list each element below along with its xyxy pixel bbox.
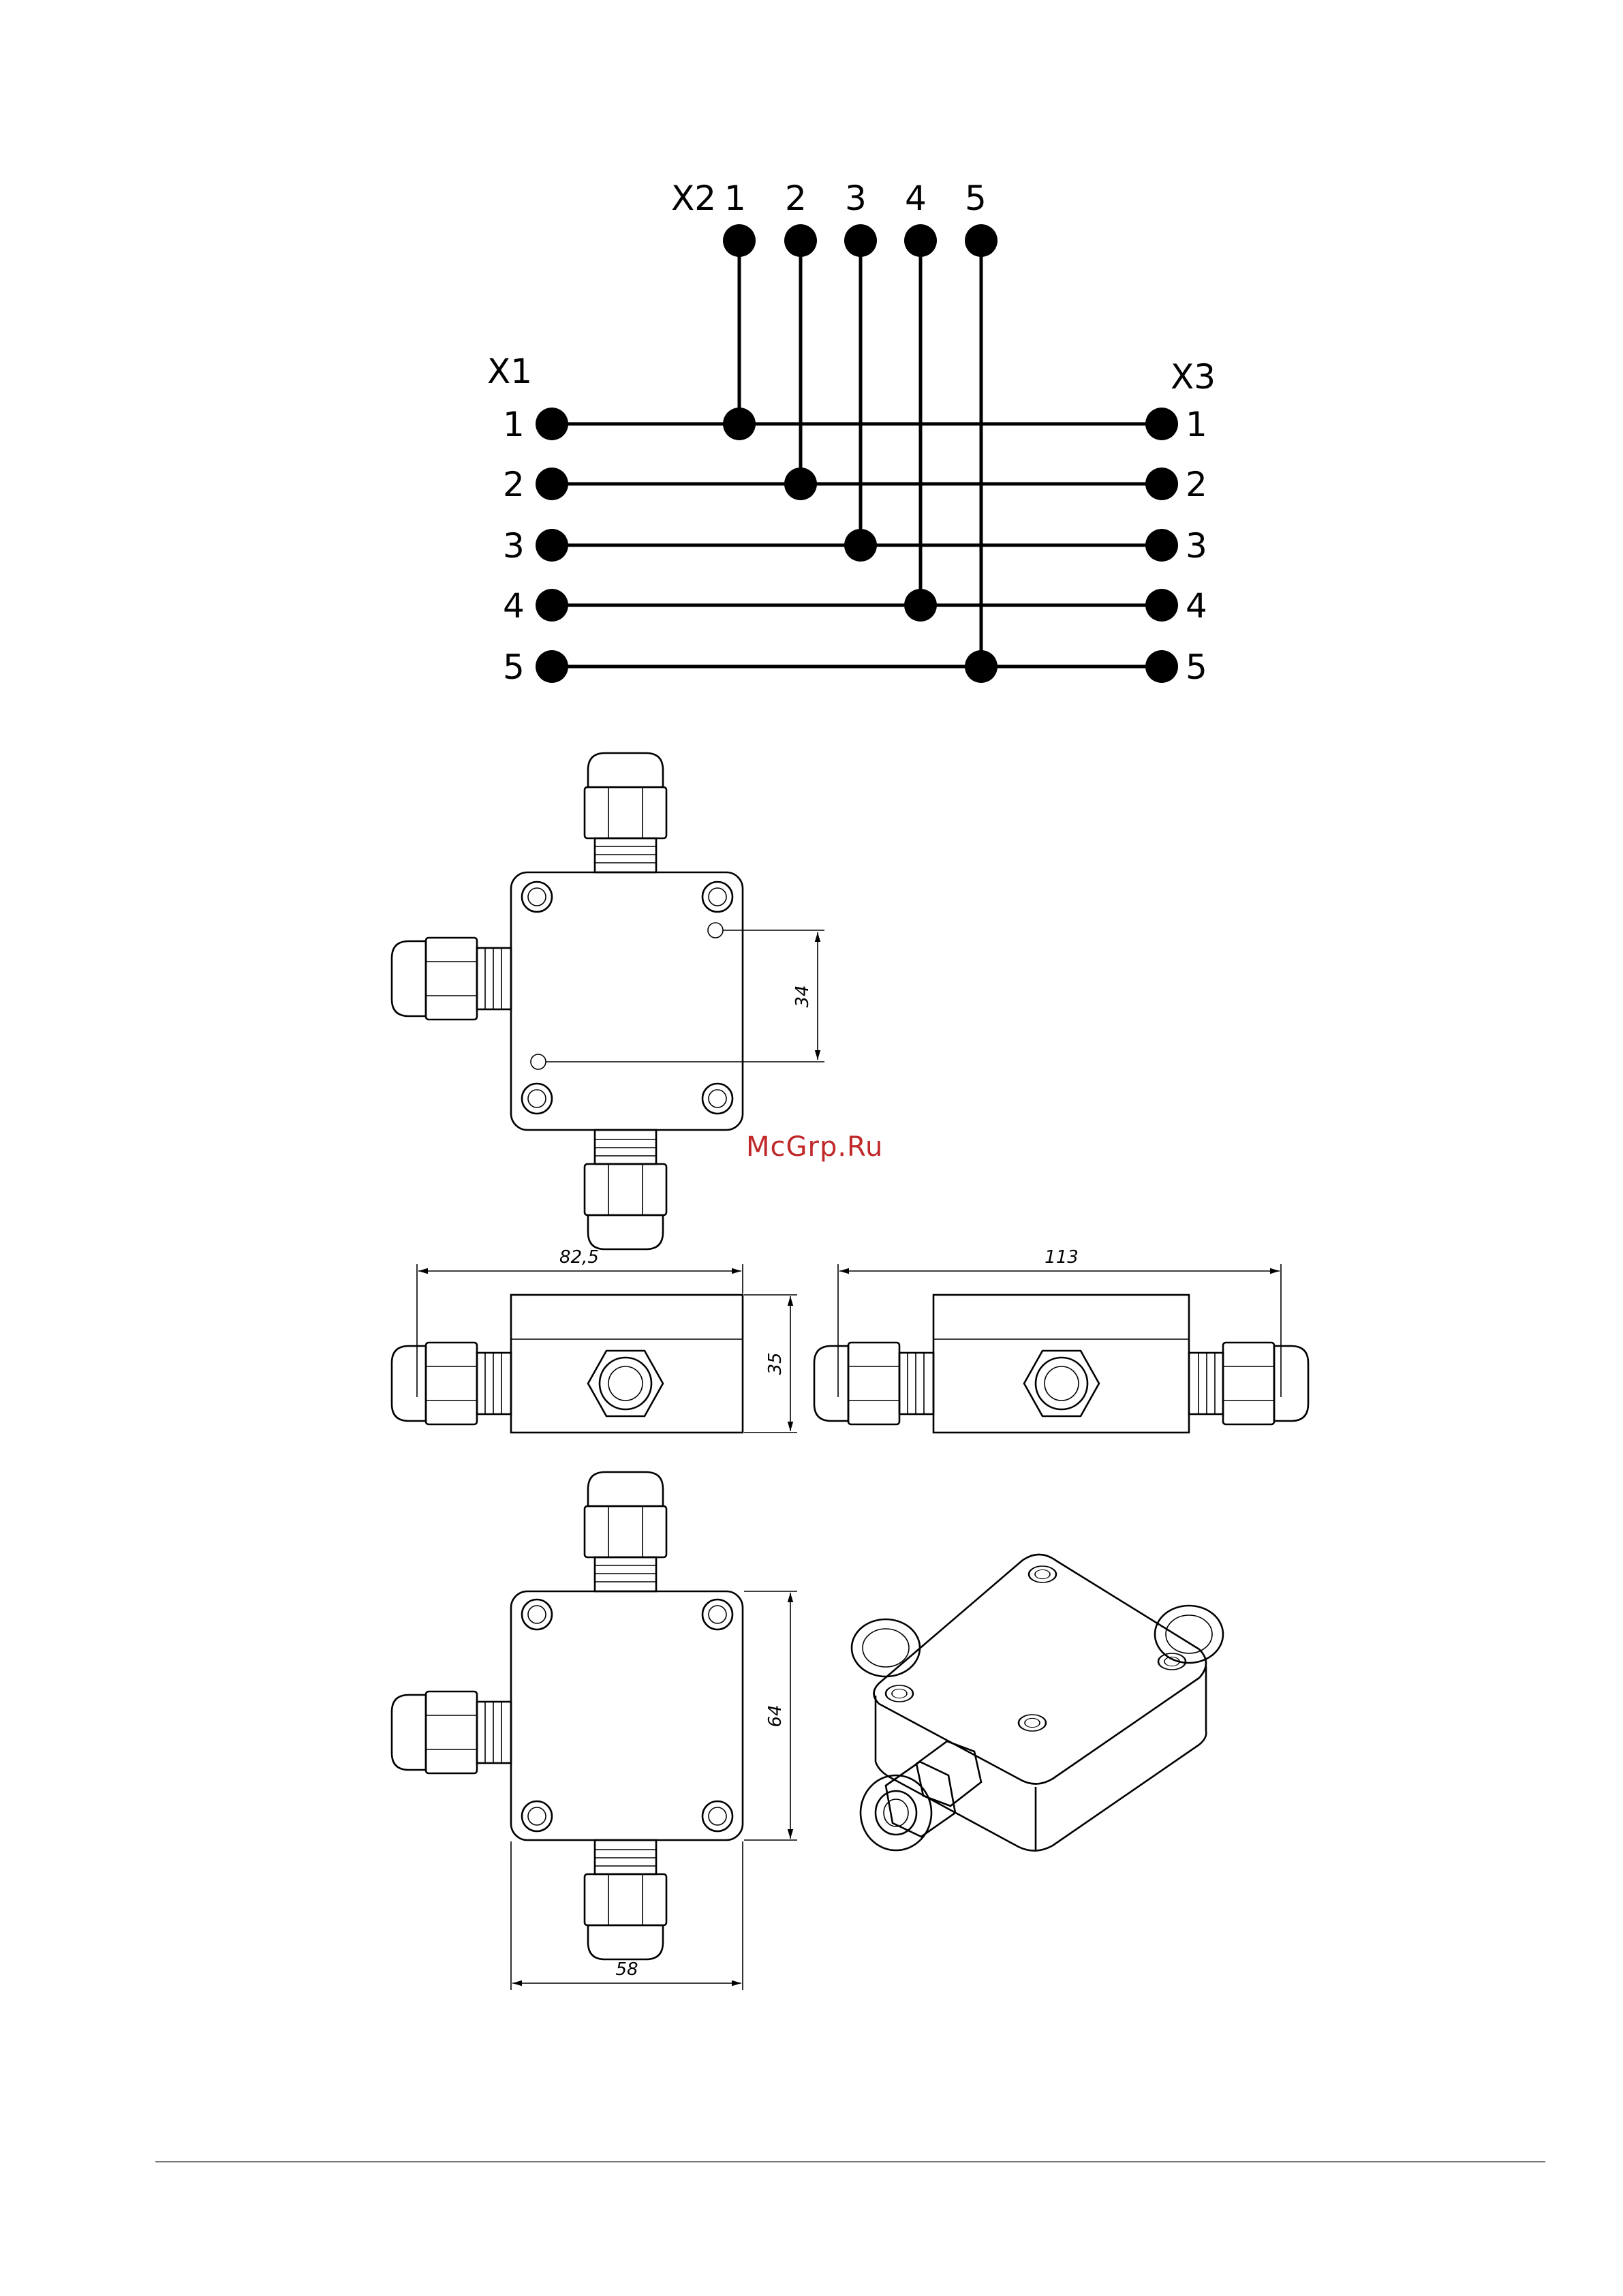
watermark: McGrp.Ru [746,1131,883,1163]
x1-pin-3-label: 3 [503,526,525,566]
x1-pin-2-label: 2 [503,465,525,504]
box-front-outline [933,1295,1189,1433]
bottom-view: 64 58 [392,1472,797,1990]
top-view: 34 [392,753,824,1249]
box-bottom-outline [511,1591,743,1840]
dimension-34: 34 [792,985,813,1007]
dimension-64: 64 [765,1704,786,1727]
x2-pin-1-label: 1 [724,179,746,218]
x1-pin-5-label: 5 [503,647,525,687]
x3-pin-1-label: 1 [1186,405,1207,444]
gland-icon [861,1741,981,1850]
x3-connector-label: X3 [1171,357,1216,397]
x3-pin-3-label: 3 [1186,526,1207,566]
box-top-outline [511,872,743,1130]
front-view-right: 113 [814,1247,1308,1433]
x2-terminals [723,224,998,257]
x2-pin-2-label: 2 [785,179,807,218]
gland-icon [852,1619,920,1677]
side-view-left: 82,5 35 [392,1247,797,1433]
x2-connector-label: X2 [671,179,716,218]
x3-pin-4-label: 4 [1186,586,1207,626]
dimension-113: 113 [1045,1247,1079,1268]
x1-terminals [536,408,568,683]
box-side-outline [511,1295,743,1433]
dimension-82-5: 82,5 [559,1247,599,1268]
mounting-hole-icon [531,1054,546,1069]
x1-pin-4-label: 4 [503,586,525,626]
mounting-hole-icon [708,923,723,938]
x2-pin-5-label: 5 [965,179,987,218]
x2-pin-4-label: 4 [905,179,927,218]
dimension-58: 58 [615,1959,638,1980]
x2-pin-3-label: 3 [845,179,867,218]
x1-connector-label: X1 [487,352,532,391]
wiring-schematic: X2 X1 X3 1 2 3 4 5 1 2 3 4 5 1 2 3 4 5 [487,179,1216,687]
isometric-view [852,1555,1223,1851]
x3-pin-2-label: 2 [1186,465,1207,504]
gland-icon [1155,1606,1223,1663]
x3-pin-5-label: 5 [1186,647,1207,687]
dimension-35: 35 [765,1352,786,1375]
x1-pin-1-label: 1 [503,405,525,444]
x3-terminals [1145,408,1178,683]
